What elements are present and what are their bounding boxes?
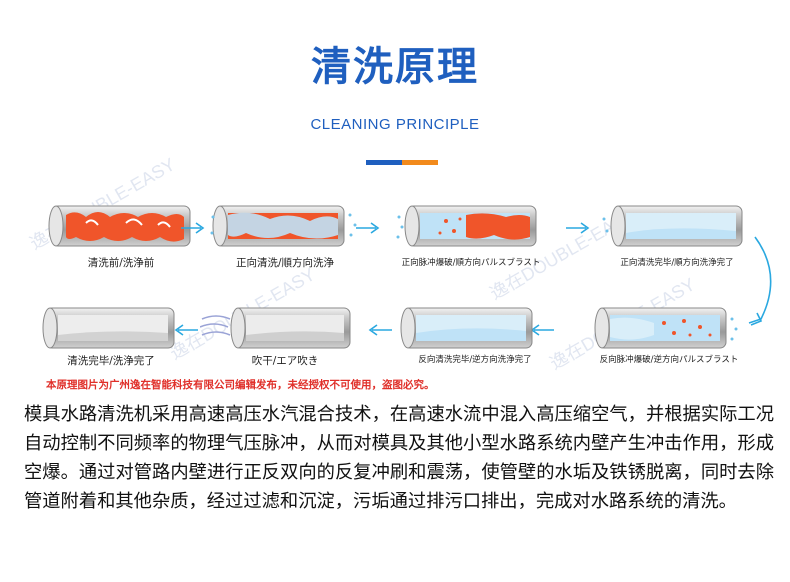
arrow-left-icon: [172, 321, 198, 340]
description-paragraph: 模具水路清洗机采用高速高压水汽混合技术，在高速水流中混入高压缩空气，并根据实际工…: [24, 404, 774, 512]
stage-forward-done: [600, 203, 760, 249]
divider-orange: [402, 160, 438, 165]
stage-label: 吹干/エア吹き: [251, 355, 319, 367]
stage-label: 清洗完毕/洗浄完了: [67, 355, 155, 367]
stage-air-dry: [200, 305, 360, 351]
stage-label: 正向清洗/順方向洗浄: [235, 257, 335, 269]
stage-label: 正向清洗完毕/順方向洗浄完了: [620, 258, 734, 268]
stage-reverse-done: [398, 305, 558, 351]
stage-label: 清洗前/洗浄前: [87, 257, 155, 269]
arrow-right-icon: [566, 219, 592, 238]
curved-arrow-icon: [735, 235, 785, 339]
stage-forward-pulse: [396, 203, 556, 249]
copyright-notice: 本原理图片为广州逸在智能科技有限公司编辑发布，未经授权不可使用，盗图必究。: [46, 379, 435, 391]
stage-dirty: [46, 203, 206, 249]
stage-reverse-pulse: [592, 305, 752, 351]
stage-label: 反向脉冲爆破/逆方向パルスブラスト: [599, 355, 739, 365]
divider-blue: [366, 160, 402, 165]
arrow-right-icon: [356, 219, 382, 238]
page-title: 清洗原理: [311, 44, 479, 90]
arrow-right-icon: [181, 219, 207, 238]
stage-forward-wash: [210, 203, 370, 249]
arrow-left-icon: [366, 321, 392, 340]
page-subtitle: CLEANING PRINCIPLE: [310, 116, 480, 133]
stage-clean: [40, 305, 200, 351]
stage-label: 正向脉冲爆破/順方向パルスブラスト: [401, 258, 541, 268]
stage-label: 反向清洗完毕/逆方向洗浄完了: [418, 355, 532, 365]
